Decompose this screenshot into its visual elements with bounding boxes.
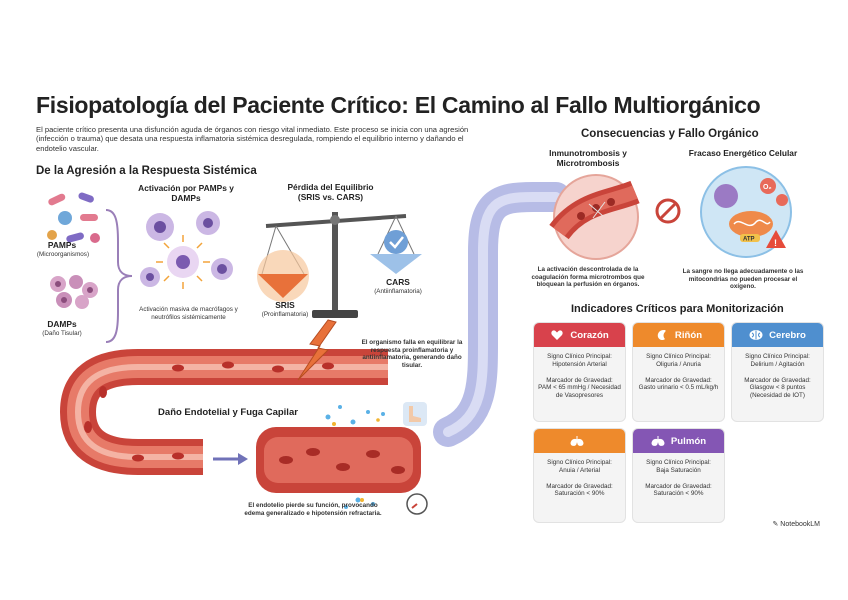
brand-label: ✎ NotebookLM <box>772 520 820 528</box>
card-header: Corazón <box>534 323 625 347</box>
microbes-illustration <box>47 192 100 243</box>
marker-value: Gasto urinario < 0.5 mL/kg/h <box>638 384 719 392</box>
pamps-label: PAMPs <box>47 240 77 250</box>
infographic: Fisiopatología del Paciente Crítico: El … <box>28 82 828 532</box>
flow-pipe <box>59 182 571 509</box>
indicators-heading: Indicadores Críticos para Monitorización <box>571 303 784 315</box>
warning-mark: ! <box>774 238 777 248</box>
energy-title: Fracaso Energético Celular <box>688 148 798 158</box>
heart-icon <box>550 328 564 342</box>
sign-label: Signo Clínico Principal: <box>547 459 612 466</box>
sign-value: Delirium / Agitación <box>750 360 805 368</box>
card-title: Riñón <box>674 329 703 341</box>
brand-text: NotebookLM <box>780 521 820 528</box>
damps-label: DAMPs <box>47 319 77 329</box>
activation-title: Activación por PAMPs y DAMPs <box>138 183 234 203</box>
left-heading: De la Agresión a la Respuesta Sistémica <box>36 165 257 177</box>
endothelial-heading: Daño Endotelial y Fuga Capilar <box>158 407 298 418</box>
balance-scale <box>257 212 422 318</box>
sign-value: Anuia / Arterial <box>559 466 600 474</box>
blocked-icon <box>655 198 681 224</box>
endothelial-caption: El endotelio pierde su función, provocan… <box>244 502 382 517</box>
cars-sublabel: (Antiinflamatoria) <box>374 288 422 295</box>
brain-icon <box>749 328 763 342</box>
card-body: Signo Clínico Principal:Oliguria / Anuri… <box>633 347 724 398</box>
page-title: Fisiopatología del Paciente Crítico: El … <box>36 92 761 118</box>
marker-label: Marcador de Gravedad: <box>546 376 613 384</box>
damps-sublabel: (Daño Tisular) <box>42 330 82 337</box>
hypotension-gauge-icon <box>406 493 428 515</box>
immune-cells-illustration <box>140 211 233 289</box>
sris-label: SRIS <box>275 300 295 310</box>
edema-foot-icon <box>403 402 427 426</box>
indicator-card: Signo Clínico Principal:Anuia / Arterial… <box>533 428 626 523</box>
card-header: Riñón <box>633 323 724 347</box>
card-body: Signo Clínico Principal:Anuia / Arterial… <box>534 453 625 504</box>
marker-value: Saturación < 90% <box>653 490 704 498</box>
marker-value: PAM < 65 mmHg / Necesidad de Vasopresore… <box>538 384 621 400</box>
immuno-caption: La activación descontrolada de la coagul… <box>531 266 645 289</box>
marker-label: Marcador de Gravedad: <box>744 376 811 384</box>
energy-caption: La sangre no llega adecuadamente o las m… <box>682 268 804 291</box>
microthrombosis-illustration <box>549 174 640 260</box>
card-header: Pulmón <box>633 429 724 453</box>
card-title: Pulmón <box>670 435 707 447</box>
sris-sublabel: (Proinflamatoria) <box>261 311 309 318</box>
immuno-title: Inmunotrombosis y Microtrombosis <box>549 148 627 168</box>
check-badge <box>384 230 408 254</box>
card-title: Corazón <box>570 329 609 341</box>
tissue-damage-illustration <box>50 275 98 309</box>
intro-text: El paciente crítico presenta una disfunc… <box>36 125 469 153</box>
kidney-icon <box>655 328 669 342</box>
balance-title: Pérdida del Equilibrio (SRIS vs. CARS) <box>287 182 374 202</box>
marker-value: Saturación < 90% <box>554 490 605 498</box>
card-body: Signo Clínico Principal:Hipotensión Arte… <box>534 347 625 406</box>
lungs-icon <box>651 434 665 448</box>
break-arrow <box>297 319 337 381</box>
pamps-sublabel: (Microorganismos) <box>36 251 90 258</box>
balance-caption: El organismo falla en equilibrar la resp… <box>361 339 463 369</box>
sign-value: Hipotensión Arterial <box>552 360 607 368</box>
sign-value: Oliguria / Anuria <box>656 360 701 368</box>
atp-label: ATP <box>743 237 755 243</box>
card-header <box>534 429 625 453</box>
cell-energy-illustration: O₂ ATP ! <box>700 166 792 258</box>
sign-label: Signo Clínico Principal: <box>646 353 711 360</box>
marker-label: Marcador de Gravedad: <box>546 482 613 490</box>
bracket-connector <box>105 209 133 343</box>
marker-label: Marcador de Gravedad: <box>645 482 712 490</box>
marker-value: Glasgow < 8 puntos (Necesidad de IOT) <box>749 384 806 400</box>
sign-label: Signo Clínico Principal: <box>646 459 711 466</box>
sign-value: Baja Saturación <box>656 466 701 474</box>
o2-label: O₂ <box>763 184 772 191</box>
sign-label: Signo Clínico Principal: <box>547 353 612 360</box>
card-header: Cerebro <box>732 323 823 347</box>
marker-label: Marcador de Gravedad: <box>645 376 712 384</box>
sign-label: Signo Clínico Principal: <box>745 353 810 360</box>
lungs-icon <box>569 434 584 448</box>
consequences-heading: Consecuencias y Fallo Orgánico <box>581 128 759 140</box>
brand-icon: ✎ <box>772 521 781 528</box>
cars-label: CARS <box>386 277 410 287</box>
card-body: Signo Clínico Principal:Delirium / Agita… <box>732 347 823 406</box>
card-title: Cerebro <box>769 329 806 341</box>
activation-caption: Activación masiva de macrófagos y neutró… <box>139 306 238 321</box>
